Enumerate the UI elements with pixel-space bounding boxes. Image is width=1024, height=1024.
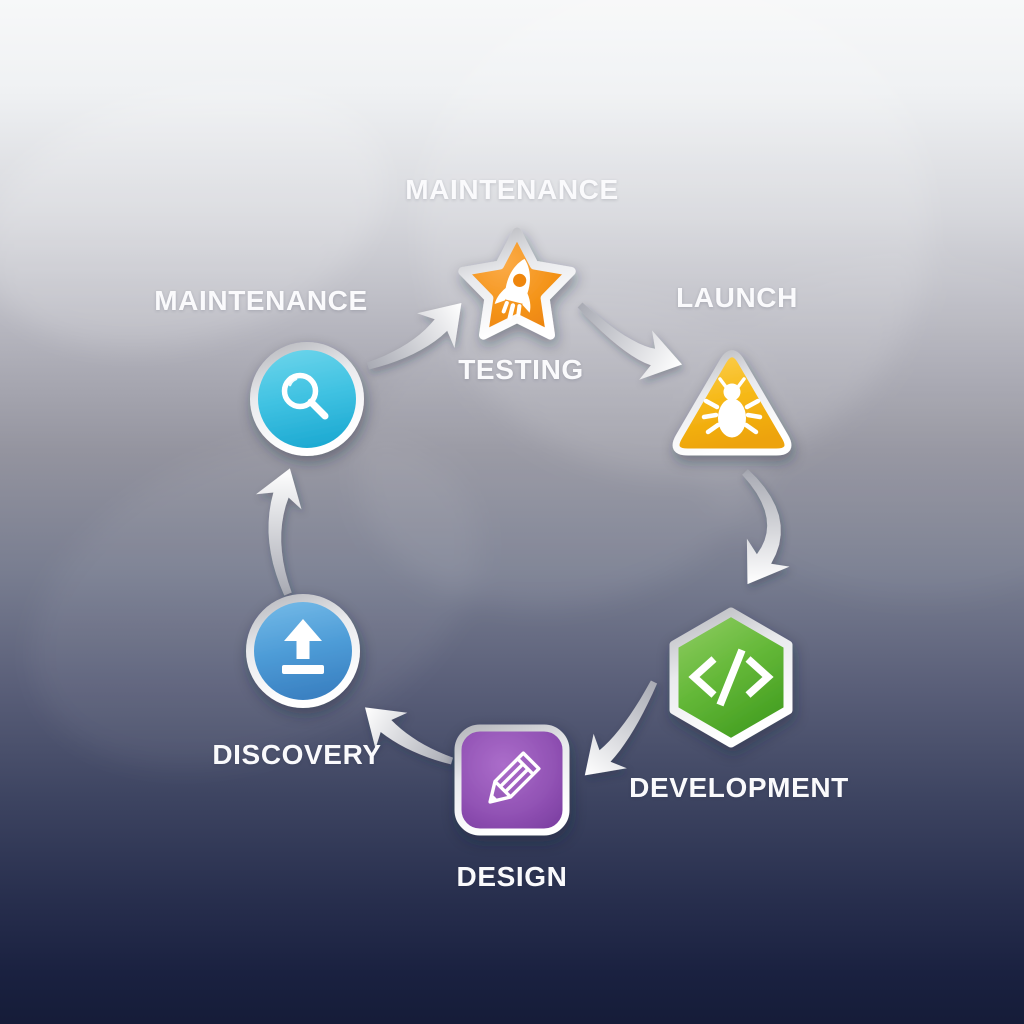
rocket-icon <box>494 258 531 321</box>
node-discovery <box>246 594 360 708</box>
bug-icon <box>701 377 763 438</box>
upload-icon <box>282 619 324 674</box>
label-maintenance-top: MAINTENANCE <box>405 174 619 205</box>
pencil-icon <box>488 751 541 804</box>
label-launch: LAUNCH <box>676 282 798 313</box>
label-maintenance-left: MAINTENANCE <box>154 285 368 316</box>
flow-arrow <box>577 302 682 380</box>
label-development: DEVELOPMENT <box>629 772 849 803</box>
node-launch <box>672 350 792 456</box>
node-testing <box>458 227 576 340</box>
node-maintenance <box>250 342 364 456</box>
flow-arrow <box>742 469 790 585</box>
label-discovery: DISCOVERY <box>212 739 382 770</box>
flow-arrows <box>256 302 790 776</box>
search-icon <box>281 372 329 420</box>
flow-arrow <box>584 680 658 776</box>
flow-arrow <box>256 468 302 596</box>
label-testing: TESTING <box>458 354 584 385</box>
label-design: DESIGN <box>456 861 568 892</box>
node-design <box>454 724 570 836</box>
flow-arrow <box>365 707 453 765</box>
node-development <box>669 607 793 748</box>
square-shape <box>454 724 570 836</box>
background-blobs <box>0 0 1024 768</box>
flow-arrow <box>367 303 462 370</box>
code-icon <box>688 648 774 707</box>
circle-shape <box>250 342 364 456</box>
